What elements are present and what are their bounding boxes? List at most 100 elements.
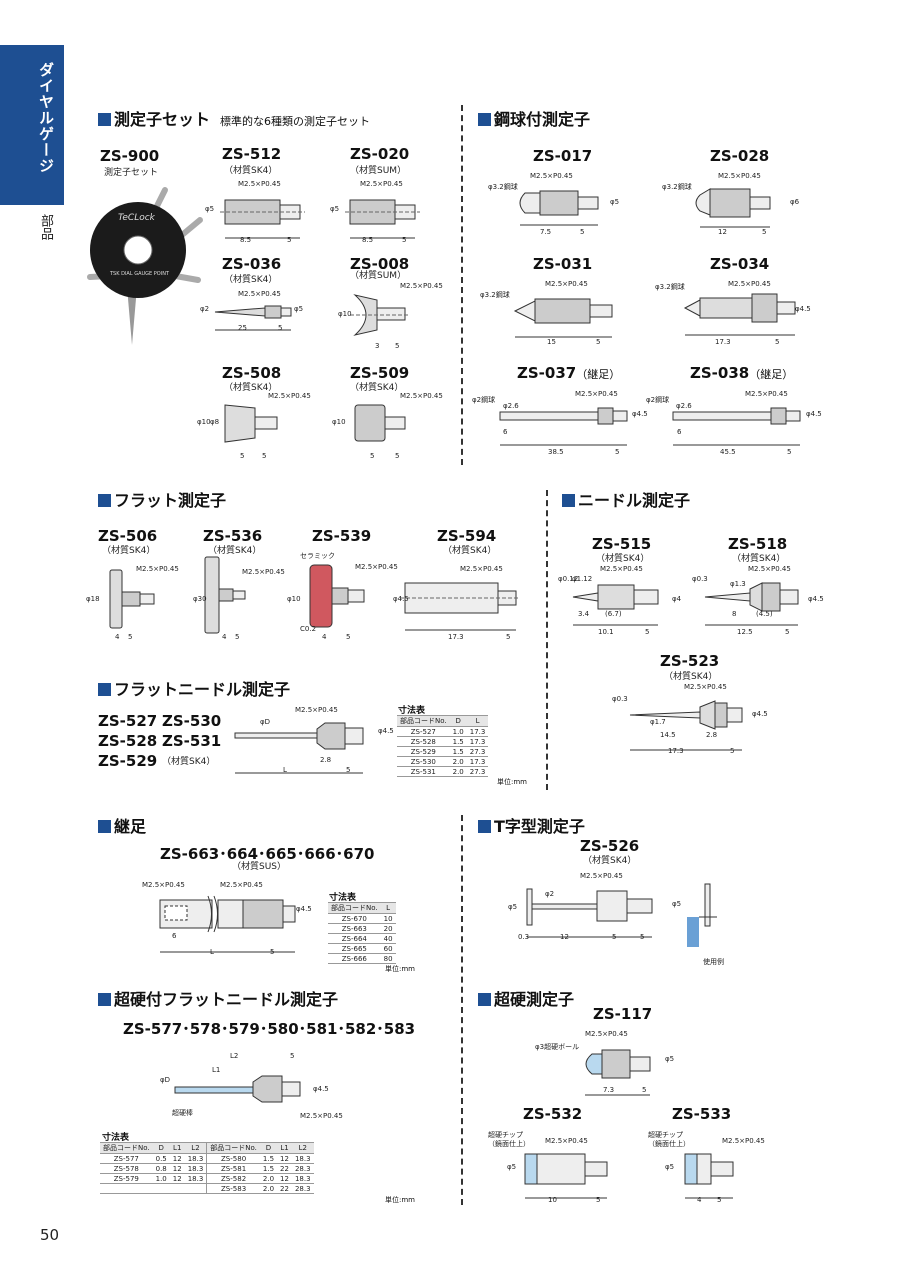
table-cell: ZS-664 [328, 933, 381, 944]
table-cell: 18.3 [184, 1153, 208, 1164]
dim-label: 5 [730, 747, 735, 755]
dim-label: 3 [375, 342, 380, 350]
table-cell [169, 1183, 185, 1194]
part-material: （材質SUM） [350, 271, 407, 281]
table-cell: L2 [184, 1142, 208, 1154]
dim-label: 17.3 [668, 747, 684, 755]
dim-label: φ4.5 [393, 595, 409, 603]
table-cell: 18.3 [184, 1163, 208, 1174]
unit-label: 単位:mm [385, 1196, 415, 1204]
thread-label: M2.5×P0.45 [300, 1112, 343, 1120]
side-tab-label: ダイヤルゲージ [37, 62, 55, 174]
dim-label: φ4 [672, 595, 682, 603]
table-cell: 12 [169, 1153, 185, 1164]
dim-label: 5 [785, 628, 790, 636]
dim-label: 15 [547, 338, 556, 346]
table-cell: 1.5 [259, 1153, 278, 1164]
dim-label: 8.5 [362, 236, 374, 244]
part-material: （材質SK4） [350, 383, 404, 393]
dim-label: 4 [115, 633, 120, 641]
dim-label: φ4.5 [296, 905, 312, 913]
dim-label: 5 [395, 342, 400, 350]
table-cell: ZS-581 [206, 1163, 260, 1174]
dim-label: φ8 [210, 418, 220, 426]
part-drawing [572, 584, 659, 626]
divider [546, 490, 548, 790]
dim-label: 7.3 [603, 1086, 615, 1094]
part-drawing [214, 305, 292, 331]
dim-label: φ5 [294, 305, 304, 313]
table-cell: ZS-580 [206, 1153, 260, 1164]
part-code: ZS-037（継足） [517, 364, 621, 382]
part-code: ZS-508 [222, 364, 282, 382]
table-title: 寸法表 [329, 893, 357, 903]
part-code: ZS-594 [437, 527, 497, 545]
part-material: （材質SUS） [232, 862, 287, 872]
table-cell: 60 [380, 943, 396, 954]
dim-label: 5 [642, 1086, 647, 1094]
part-drawing [400, 582, 520, 631]
gauge-point-set-photo: TeCLock TSK DIAL GAUGE POINT [87, 187, 203, 345]
table-cell: 12 [277, 1173, 292, 1184]
thread-label: M2.5×P0.45 [142, 881, 185, 889]
part-material: （材質SK4） [732, 554, 786, 564]
thread-label: M2.5×P0.45 [242, 568, 285, 576]
part-drawing [224, 404, 278, 443]
section-title-carbide: 超硬測定子 [478, 986, 574, 1010]
dim-label: φD [260, 718, 271, 726]
dim-label: 5 [128, 633, 133, 641]
dim-label: 5 [775, 338, 780, 346]
section-title-extension: 継足 [98, 813, 146, 837]
part-code: ZS-539 [312, 527, 372, 545]
dim-label: φ4.5 [313, 1085, 329, 1093]
dim-label: φ0.3 [692, 575, 708, 583]
table-cell: 1.5 [259, 1163, 278, 1174]
dim-label: φ5 [672, 900, 682, 908]
part-code: ZS-518 [728, 535, 788, 553]
dim-label: 5 [580, 228, 585, 236]
section-title-ball: 鋼球付測定子 [478, 106, 590, 130]
table-cell: 80 [380, 953, 396, 964]
part-material: （材質SK4） [102, 546, 156, 556]
dim-label: 25 [238, 324, 247, 332]
dim-label: 5 [346, 766, 351, 774]
dim-label: φ6 [790, 198, 800, 206]
part-drawing [684, 1153, 734, 1199]
dim-label: φ4.5 [795, 305, 811, 313]
dim-label: φ5 [665, 1055, 675, 1063]
table-cell: ZS-665 [328, 943, 381, 954]
dim-label: 17.3 [448, 633, 464, 641]
usage-label: 使用例 [703, 958, 724, 966]
table-cell: L2 [291, 1142, 314, 1154]
table-cell: 28.3 [291, 1163, 314, 1174]
part-code: ZS-528 [98, 732, 158, 750]
part-drawing [174, 1075, 301, 1103]
part-material: （材質SK4） [596, 554, 650, 564]
part-code: ZS-532 [523, 1105, 583, 1123]
dim-label: 5 [596, 1196, 601, 1204]
table-cell: ZS-529 [397, 746, 450, 757]
part-drawing [519, 190, 599, 226]
table-cell: 2.0 [259, 1183, 278, 1194]
page-number: 50 [40, 1226, 60, 1244]
section-title-flat: フラット測定子 [98, 487, 226, 511]
part-code: ZS-577･578･579･580･581･582･583 [123, 1020, 416, 1038]
part-code: ZS-017 [533, 147, 593, 165]
part-drawing [704, 582, 799, 626]
table-cell: 2.0 [449, 766, 467, 777]
part-code: ZS-008 [350, 255, 410, 273]
part-material: （材質SK4） [443, 546, 497, 556]
table-cell: 部品コードNo. [397, 715, 450, 727]
dim-label: φ18 [86, 595, 100, 603]
table-cell: 12 [169, 1173, 185, 1184]
dim-label: φ1.3 [730, 580, 746, 588]
dim-label: 5 [240, 452, 245, 460]
table-cell: D [449, 715, 467, 727]
table-cell: 17.3 [466, 736, 489, 747]
part-drawing [513, 298, 613, 338]
dim-label: φ30 [193, 595, 207, 603]
part-drawing [220, 199, 305, 239]
